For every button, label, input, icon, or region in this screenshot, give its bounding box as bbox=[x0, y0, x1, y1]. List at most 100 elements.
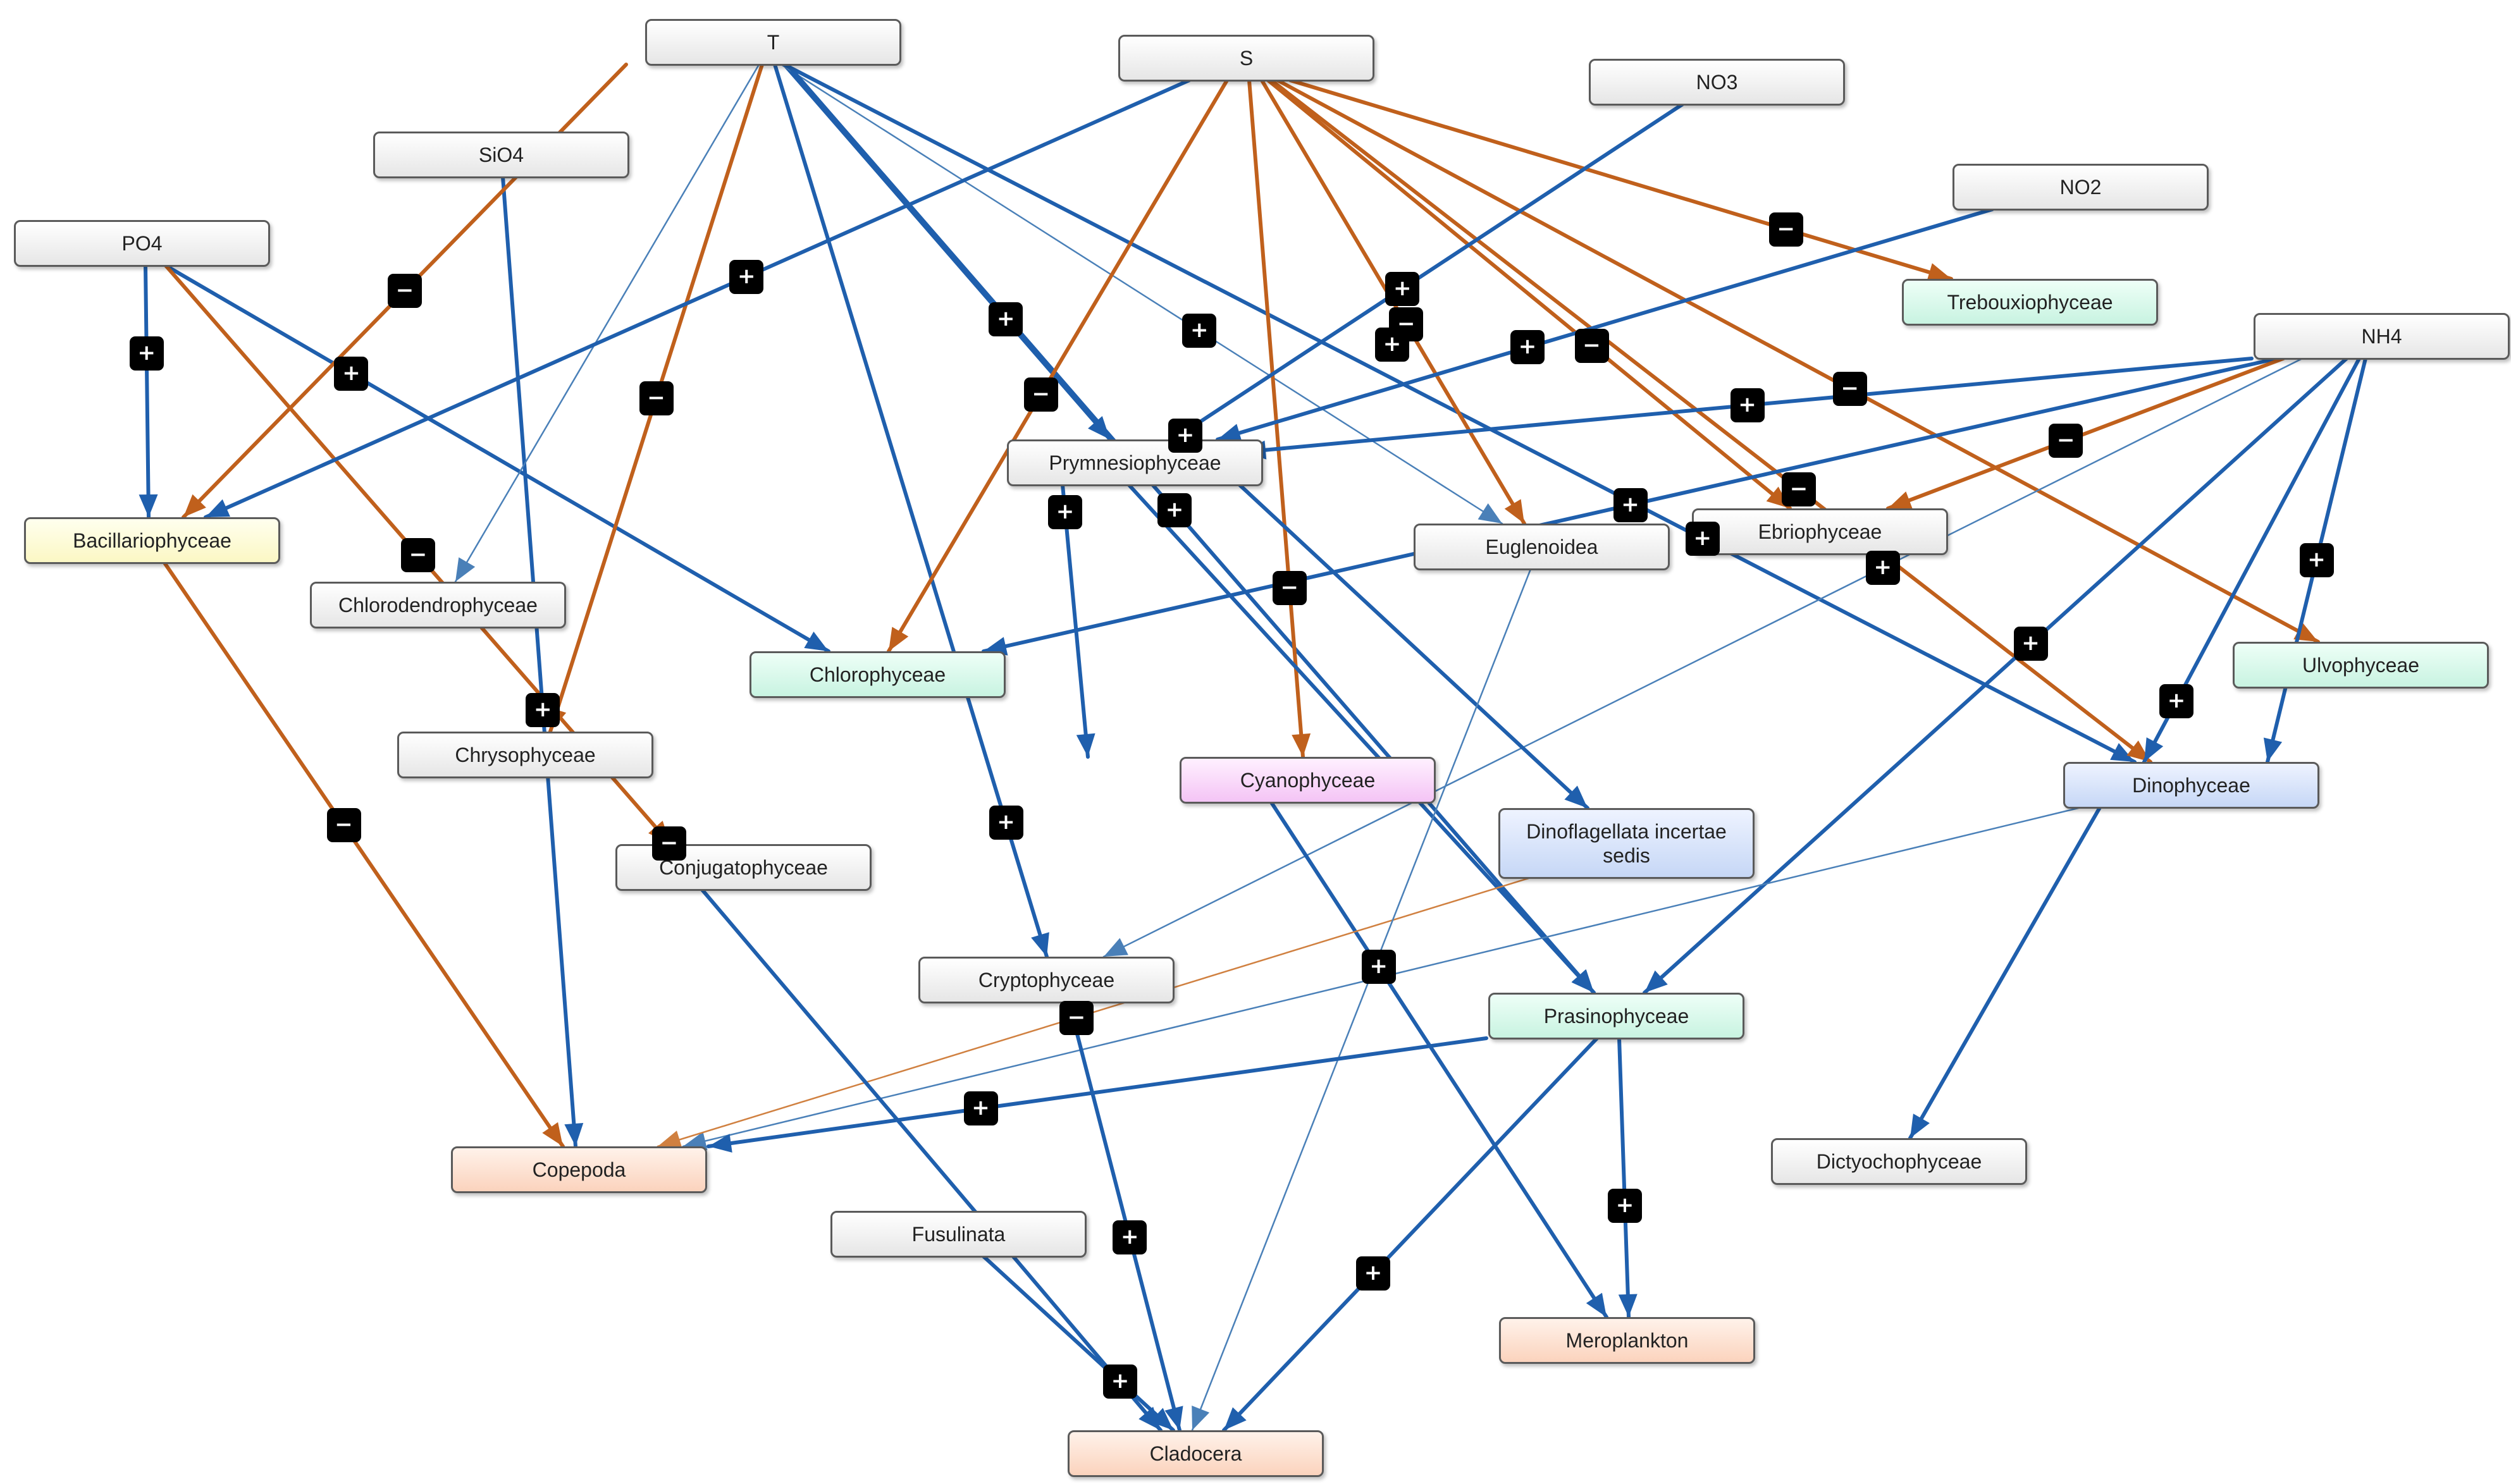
edge-prymnesiophyceae-to-dinoflagellata bbox=[1238, 483, 1589, 810]
node-prasinophyceae[interactable]: Prasinophyceae bbox=[1488, 993, 1744, 1039]
edge-nh4-to-cryptophyceae bbox=[1102, 357, 2304, 958]
arrowhead bbox=[683, 1131, 708, 1151]
node-dinophyceae[interactable]: Dinophyceae bbox=[2063, 762, 2319, 809]
edge-dinophyceae-to-dictyochophyceae bbox=[1908, 806, 2102, 1140]
arrowhead bbox=[889, 627, 909, 651]
node-no3[interactable]: NO3 bbox=[1589, 59, 1845, 106]
node-euglenoidea[interactable]: Euglenoidea bbox=[1414, 524, 1670, 570]
node-po4[interactable]: PO4 bbox=[14, 220, 270, 267]
node-dictyochophyceae[interactable]: Dictyochophyceae bbox=[1771, 1138, 2027, 1185]
arrowhead bbox=[804, 631, 829, 651]
arrowhead bbox=[658, 1131, 682, 1149]
node-prymnesiophyceae[interactable]: Prymnesiophyceae bbox=[1007, 439, 1263, 486]
node-ebriophyceae[interactable]: Ebriophyceae bbox=[1692, 508, 1948, 555]
arrowhead bbox=[1150, 1407, 1173, 1430]
node-s[interactable]: S bbox=[1118, 35, 1374, 82]
edge-s-to-ebriophyceae bbox=[1266, 78, 1792, 510]
positive-sign-badge: + bbox=[1730, 388, 1765, 422]
node-trebouxiophyceae[interactable]: Trebouxiophyceae bbox=[1902, 279, 2158, 326]
negative-sign-badge: − bbox=[652, 826, 686, 861]
negative-sign-badge: − bbox=[1059, 1001, 1094, 1035]
node-ulvophyceae[interactable]: Ulvophyceae bbox=[2233, 642, 2489, 689]
positive-sign-badge: + bbox=[1356, 1256, 1390, 1291]
positive-sign-badge: + bbox=[2013, 627, 2048, 661]
positive-sign-badge: + bbox=[989, 302, 1023, 337]
edge-conjugatophyceae-to-cladocera bbox=[700, 888, 1163, 1432]
edge-s-to-ulvophyceae bbox=[1276, 78, 2320, 644]
node-cryptophyceae[interactable]: Cryptophyceae bbox=[918, 957, 1175, 1003]
positive-sign-badge: + bbox=[1608, 1188, 1642, 1223]
edge-prasinophyceae-to-meroplankton bbox=[1617, 1036, 1631, 1319]
arrowhead bbox=[1088, 415, 1110, 439]
edge-cyanophyceae-to-meroplankton bbox=[1269, 800, 1608, 1319]
negative-sign-badge: − bbox=[326, 808, 361, 843]
edge-cryptophyceae-to-cladocera bbox=[1067, 1000, 1181, 1432]
node-dinoflagellata[interactable]: Dinoflagellata incertae sedis bbox=[1498, 808, 1755, 879]
arrowhead bbox=[1478, 503, 1502, 524]
positive-sign-badge: + bbox=[1865, 551, 1900, 586]
arrowhead bbox=[1644, 970, 1668, 993]
edge-s-to-dinophyceae bbox=[1269, 78, 2152, 764]
arrowhead bbox=[455, 557, 476, 582]
negative-sign-badge: − bbox=[388, 274, 422, 308]
negative-sign-badge: − bbox=[401, 537, 435, 572]
edge-fusulinata-to-cladocera bbox=[982, 1254, 1175, 1432]
arrowhead bbox=[1910, 1113, 1930, 1138]
positive-sign-badge: + bbox=[1385, 271, 1420, 306]
node-copepoda[interactable]: Copepoda bbox=[451, 1146, 707, 1193]
node-nh4[interactable]: NH4 bbox=[2254, 313, 2510, 360]
node-cyanophyceae[interactable]: Cyanophyceae bbox=[1180, 757, 1436, 804]
node-t[interactable]: T bbox=[645, 19, 901, 66]
arrowhead bbox=[1564, 785, 1588, 808]
edge-no3-to-prymnesiophyceae bbox=[1171, 102, 1684, 441]
edge-dinoflagellata-to-copepoda bbox=[657, 876, 1532, 1148]
positive-sign-badge: + bbox=[1613, 488, 1648, 522]
edge-prymnesiophyceae-to-prasinophyceae bbox=[1127, 483, 1596, 995]
edge-t-to-prymnesiophyceae bbox=[782, 63, 1112, 441]
edge-s-to-bacillariophyceae bbox=[204, 78, 1191, 519]
negative-sign-badge: − bbox=[1023, 377, 1058, 412]
edge-bacillariophyceae-to-copepoda bbox=[163, 561, 565, 1148]
positive-sign-badge: + bbox=[989, 806, 1023, 840]
node-chlorodendrophyceae[interactable]: Chlorodendrophyceae bbox=[310, 582, 566, 629]
node-meroplankton[interactable]: Meroplankton bbox=[1499, 1317, 1755, 1364]
arrowhead bbox=[1076, 733, 1095, 757]
arrowhead bbox=[1586, 1292, 1607, 1317]
positive-sign-badge: + bbox=[1157, 493, 1192, 527]
arrowhead bbox=[542, 1122, 563, 1146]
negative-sign-badge: − bbox=[639, 381, 674, 415]
negative-sign-badge: − bbox=[1272, 570, 1307, 605]
edge-no2-to-prymnesiophyceae bbox=[1216, 207, 1994, 441]
node-fusulinata[interactable]: Fusulinata bbox=[830, 1211, 1087, 1258]
arrowhead bbox=[1164, 1406, 1183, 1430]
arrowhead bbox=[1927, 263, 1951, 282]
positive-sign-badge: + bbox=[334, 356, 369, 391]
arrowhead bbox=[1292, 733, 1311, 757]
negative-sign-badge: − bbox=[1574, 328, 1609, 363]
node-sio4[interactable]: SiO4 bbox=[373, 132, 629, 178]
node-chlorophyceae[interactable]: Chlorophyceae bbox=[750, 651, 1006, 698]
edge-prasinophyceae-to-cladocera bbox=[1222, 1036, 1599, 1432]
arrowhead bbox=[2144, 737, 2164, 762]
arrowhead bbox=[1192, 1406, 1210, 1430]
arrowhead bbox=[206, 499, 230, 517]
node-chrysophyceae[interactable]: Chrysophyceae bbox=[397, 732, 653, 778]
arrowhead bbox=[1618, 1294, 1638, 1317]
edge-s-to-cyanophyceae bbox=[1247, 78, 1305, 759]
arrowhead bbox=[1031, 932, 1049, 957]
positive-sign-badge: + bbox=[1113, 1220, 1147, 1255]
arrowhead bbox=[1504, 499, 1524, 524]
edge-nh4-to-prasinophyceae bbox=[1643, 357, 2348, 995]
edge-sio4-to-copepoda bbox=[501, 175, 577, 1148]
positive-sign-badge: + bbox=[2159, 684, 2193, 719]
node-bacillariophyceae[interactable]: Bacillariophyceae bbox=[24, 517, 280, 564]
negative-sign-badge: − bbox=[1832, 372, 1867, 407]
node-cladocera[interactable]: Cladocera bbox=[1068, 1430, 1324, 1477]
edge-prymnesiophyceae-to-cyanophyceae bbox=[1061, 483, 1090, 759]
edge-t-to-chlorodendrophyceae bbox=[454, 63, 760, 583]
arrowhead bbox=[984, 637, 1008, 656]
node-no2[interactable]: NO2 bbox=[1953, 164, 2209, 211]
edge-s-to-chlorophyceae bbox=[887, 78, 1229, 653]
